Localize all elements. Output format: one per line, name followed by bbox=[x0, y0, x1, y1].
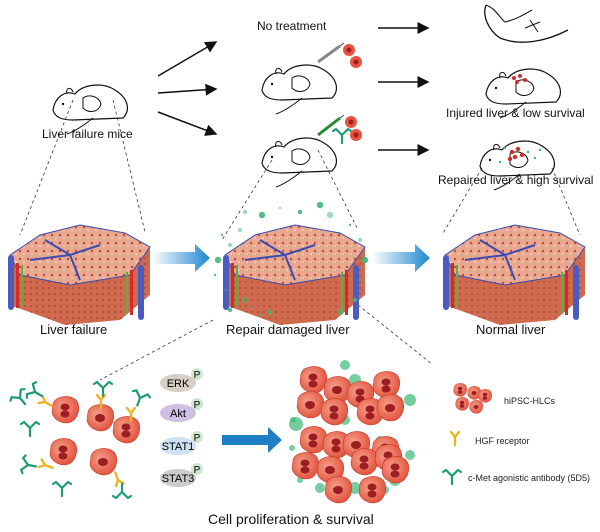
green-particle bbox=[326, 211, 334, 219]
proliferating-cell bbox=[381, 456, 410, 484]
growth-factor-dot bbox=[289, 445, 295, 451]
legend-hepatocyte-cluster-icon bbox=[453, 383, 493, 414]
phospho-badge bbox=[191, 431, 203, 443]
branch-arrow-3 bbox=[157, 111, 218, 136]
proliferating-cell bbox=[350, 448, 379, 476]
green-particle bbox=[258, 313, 262, 317]
green-particle bbox=[348, 223, 352, 227]
proliferating-cell bbox=[291, 452, 320, 480]
green-particle bbox=[267, 309, 273, 315]
kinase-label: ERK bbox=[167, 378, 190, 390]
growth-factor-dot bbox=[340, 360, 350, 370]
green-particle bbox=[258, 211, 266, 219]
growth-factor-dot bbox=[405, 450, 415, 460]
green-particle bbox=[213, 273, 217, 277]
proliferating-cell bbox=[324, 476, 353, 504]
group-label-no-treatment: No treatment bbox=[257, 19, 327, 33]
green-particle bbox=[241, 296, 249, 304]
progress-arrow-2 bbox=[372, 244, 430, 272]
bottom-caption: Cell proliferation & survival bbox=[208, 511, 374, 527]
injured-liver-cells-icon bbox=[512, 74, 527, 84]
phospho-label: P bbox=[194, 400, 201, 411]
source-mouse-label: Liver failure mice bbox=[42, 127, 133, 141]
branch-arrow-1 bbox=[157, 41, 218, 77]
phospho-badge bbox=[191, 368, 203, 380]
green-particle bbox=[336, 308, 344, 316]
proliferating-cell bbox=[296, 391, 325, 419]
green-particle bbox=[227, 307, 233, 313]
green-particle bbox=[316, 201, 324, 209]
treated-mouse-cells-antibody-icon bbox=[261, 137, 338, 188]
growth-factor-dot bbox=[404, 394, 416, 406]
progress-arrow-1 bbox=[152, 244, 210, 272]
signaling-arrow bbox=[222, 427, 282, 453]
projection-lines bbox=[19, 99, 581, 381]
liver-failure-tissue bbox=[7, 224, 151, 326]
proliferating-cell bbox=[320, 398, 349, 426]
growth-factor-dot bbox=[349, 482, 361, 494]
growth-factor-dot bbox=[289, 417, 303, 431]
legend-label-hiPSC-HLCs: hiPSC-HLCs bbox=[504, 396, 556, 406]
green-particle bbox=[224, 288, 228, 292]
legend-label-hgf-receptor: HGF receptor bbox=[475, 436, 530, 446]
branch-arrow-2 bbox=[157, 83, 218, 96]
stage-label-liver-failure: Liver failure bbox=[40, 322, 108, 337]
phospho-label: P bbox=[194, 433, 201, 444]
kinase-akt: Akt P bbox=[160, 398, 203, 422]
green-particle bbox=[220, 233, 224, 237]
green-particle bbox=[361, 256, 369, 264]
kinase-label: STAT3 bbox=[162, 473, 195, 485]
repairing-liver-tissue bbox=[222, 224, 366, 326]
treated-mouse-cells-icon bbox=[261, 64, 338, 115]
legend-label-antibody: c-Met agonistic antibody (5D5) bbox=[468, 473, 591, 483]
stage-label-repair: Repair damaged liver bbox=[226, 322, 350, 337]
green-particle bbox=[278, 206, 282, 210]
proliferating-cells-cluster bbox=[289, 360, 416, 504]
kinase-label: STAT1 bbox=[162, 441, 195, 453]
syringe-green-icon bbox=[317, 114, 345, 137]
phospho-label: P bbox=[194, 370, 201, 381]
growth-factor-dot bbox=[315, 483, 325, 493]
green-particle bbox=[357, 237, 363, 243]
green-particle bbox=[237, 227, 243, 233]
green-particles bbox=[213, 201, 369, 317]
proliferating-cell bbox=[376, 394, 405, 422]
kinase-erk: ERK P bbox=[160, 368, 203, 392]
repaired-liver-cells-icon bbox=[498, 146, 542, 164]
green-particle bbox=[227, 242, 233, 248]
green-particle bbox=[297, 209, 303, 215]
proliferating-cell bbox=[358, 476, 387, 504]
green-particle bbox=[352, 297, 358, 303]
green-particle bbox=[250, 305, 254, 309]
proliferating-cell bbox=[299, 426, 328, 454]
proliferating-cell bbox=[372, 371, 401, 399]
phospho-label: P bbox=[194, 465, 201, 476]
legend-hgf-receptor-icon bbox=[449, 430, 461, 447]
green-particle bbox=[242, 209, 248, 215]
outcome-label-repaired: Repaired liver & high survival bbox=[438, 173, 594, 187]
phospho-badge bbox=[191, 398, 203, 410]
proliferating-cell bbox=[299, 366, 328, 394]
dead-mouse-icon bbox=[484, 4, 569, 43]
antibody-icon bbox=[331, 127, 353, 145]
stage-label-normal: Normal liver bbox=[476, 322, 546, 337]
syringe-icon bbox=[317, 42, 345, 64]
green-particle bbox=[214, 256, 222, 264]
injected-cells-icon bbox=[343, 44, 362, 141]
normal-liver-tissue bbox=[442, 224, 586, 326]
kinase-label: Akt bbox=[170, 408, 186, 420]
outcome-label-injured: Injured liver & low survival bbox=[446, 106, 585, 120]
hepatocyte-receptor-group bbox=[8, 380, 152, 500]
legend-antibody-icon bbox=[441, 468, 463, 486]
phospho-badge bbox=[191, 463, 203, 475]
green-particle bbox=[360, 278, 364, 282]
